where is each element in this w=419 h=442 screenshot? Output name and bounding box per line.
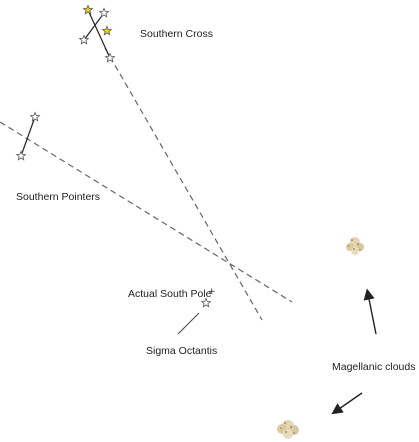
southern-pointers-constellation [16,111,40,161]
arrow-to-lower-cloud [331,392,363,415]
star-icon [102,25,112,36]
sigma-octantis-label: Sigma Octantis [146,345,217,357]
cloud-cluster-icon [277,420,299,439]
magellanic-clouds-label: Magellanic clouds [332,361,415,373]
arrow-to-upper-cloud [363,288,377,335]
southern-cross-label: Southern Cross [140,28,213,40]
southern-pointers-label: Southern Pointers [16,191,100,203]
pointers-bisector-line [0,121,293,303]
southern-cross-extension-line [104,47,263,321]
actual-south-pole-label: Actual South Pole [128,288,212,300]
plus-icon: + [208,287,216,297]
star-icon [83,4,93,15]
star-icon [30,111,40,122]
star-icon [16,150,26,161]
sigma-octantis-pointer-line [177,312,200,335]
southern-cross-constellation [79,4,115,63]
cloud-cluster-icon [346,237,364,255]
star-icon [99,7,109,18]
star-icon [105,52,115,63]
